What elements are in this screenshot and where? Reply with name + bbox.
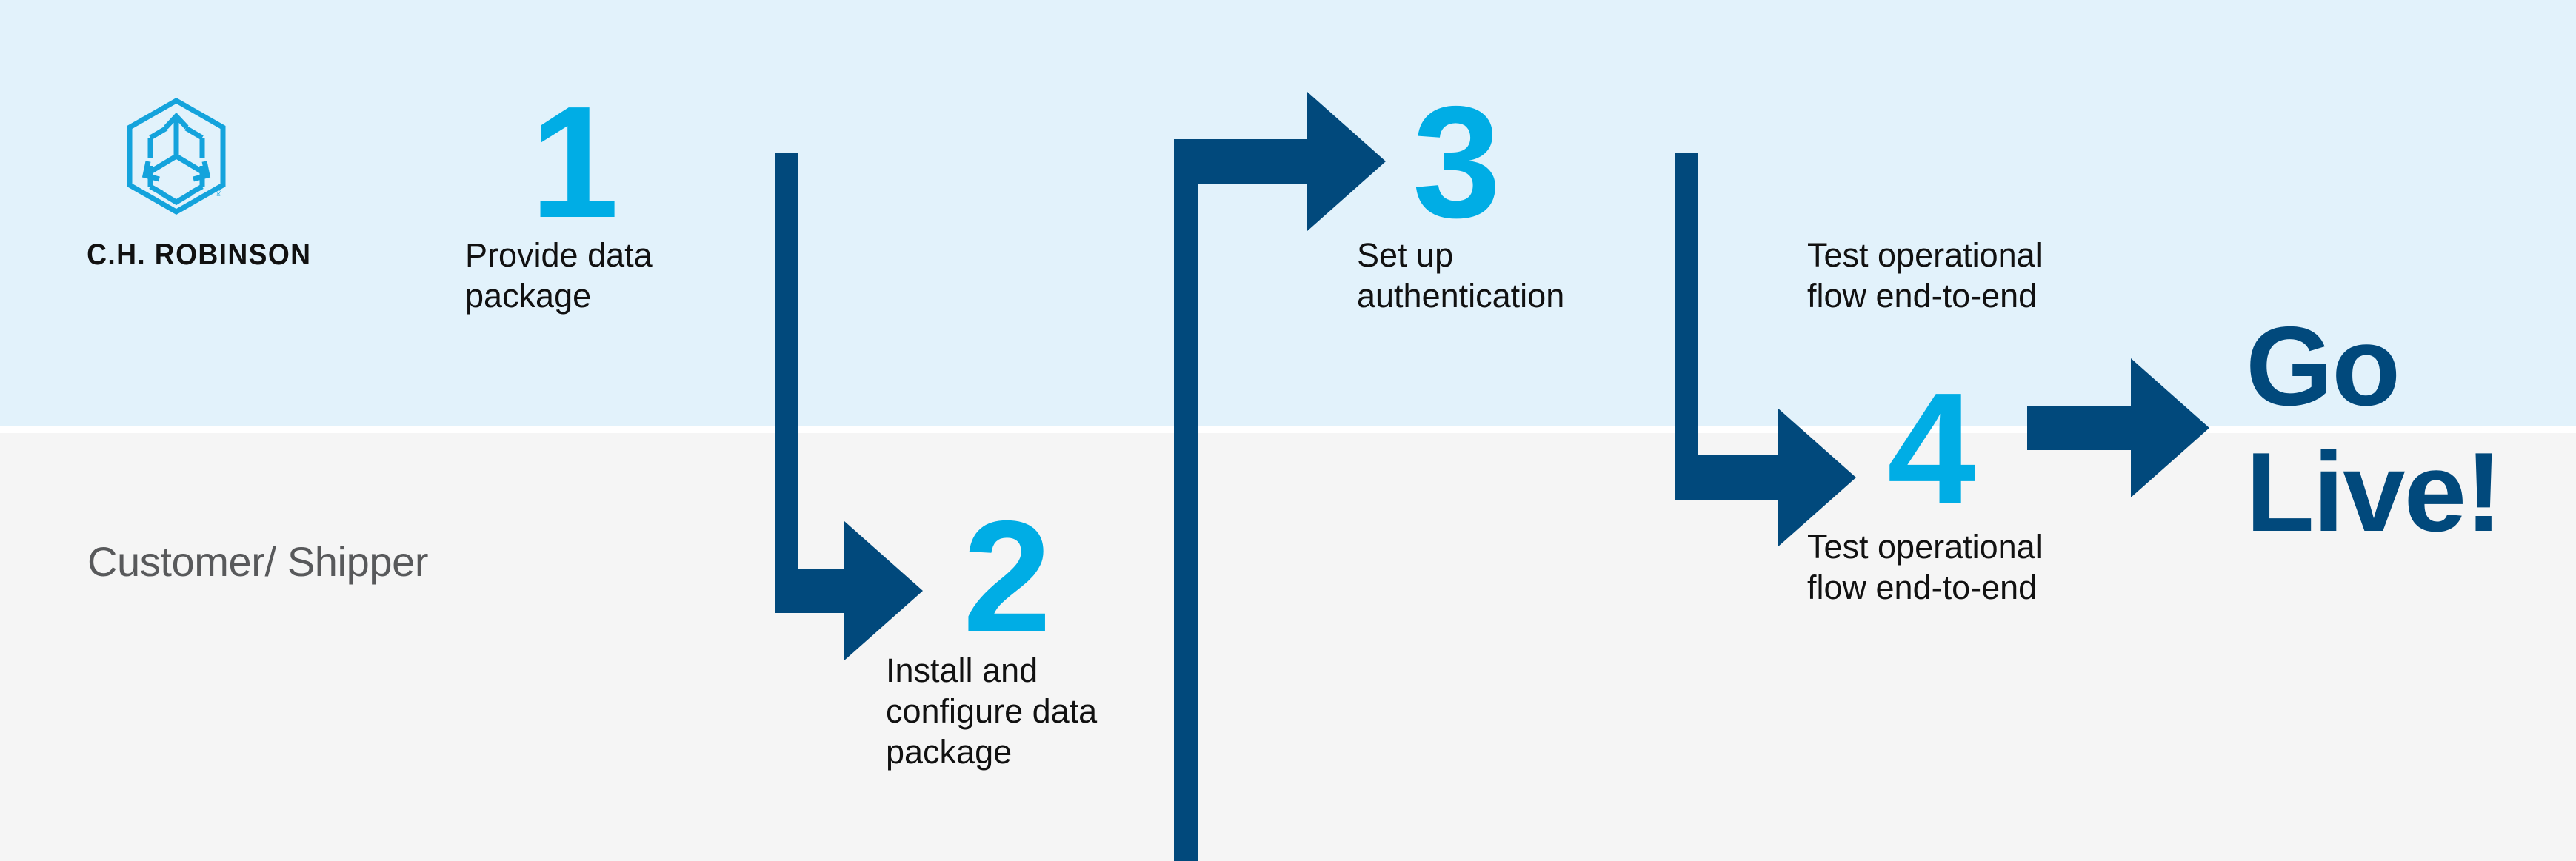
registered-mark: ® <box>216 190 221 198</box>
lane-label-customer-shipper: Customer/ Shipper <box>87 538 429 585</box>
lane-band-top <box>0 0 2576 426</box>
step-caption-3: Set up authentication <box>1357 236 1565 315</box>
step-number-4: 4 <box>1887 359 1976 537</box>
step-caption-4-above: Test operational flow end-to-end <box>1807 236 2043 315</box>
step-number-1: 1 <box>530 73 619 251</box>
hexagon-arrows-icon: ® <box>127 97 226 215</box>
brand-wordmark: C.H. ROBINSON <box>87 238 312 271</box>
step-caption-2: Install and configure data package <box>886 651 1098 771</box>
step-caption-4-below: Test operational flow end-to-end <box>1807 528 2043 606</box>
step-number-2: 2 <box>963 487 1052 666</box>
brand-logo: ® C.H. ROBINSON <box>80 96 312 272</box>
go-live-label: Go Live! <box>2246 304 2503 556</box>
step-caption-1: Provide data package <box>465 236 653 315</box>
step-number-3: 3 <box>1412 73 1501 251</box>
lane-band-bottom <box>0 433 2576 861</box>
